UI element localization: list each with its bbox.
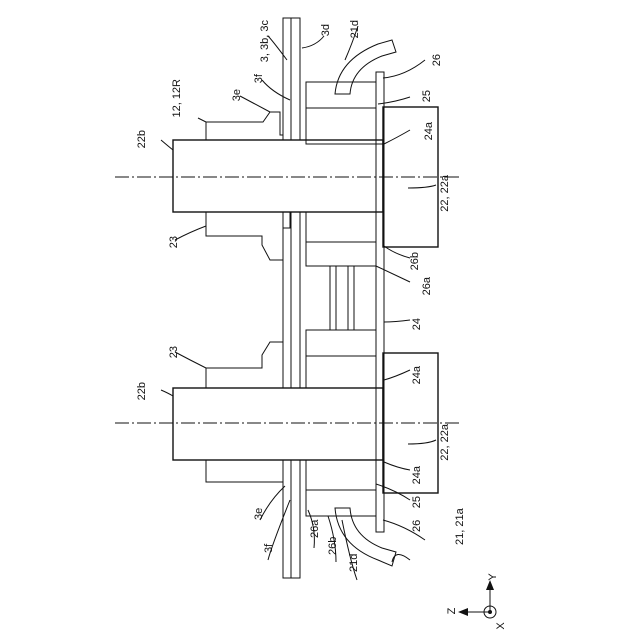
label-21d-top: 21d xyxy=(349,20,361,38)
label-21-21a: 21, 21a xyxy=(454,507,466,545)
label-25-top: 25 xyxy=(421,90,433,102)
axis-label-z: Z xyxy=(446,607,458,614)
label-3e-top: 3e xyxy=(231,89,243,101)
label-3e-bot: 3e xyxy=(253,508,265,520)
label-22b-top: 22b xyxy=(136,130,148,148)
label-3-3b-3c: 3, 3b, 3c xyxy=(259,20,271,63)
label-26a-bot: 26a xyxy=(309,519,321,538)
label-23-top: 23 xyxy=(168,236,180,248)
panel-3 xyxy=(283,18,300,578)
label-26-bot: 26 xyxy=(411,520,423,532)
label-25-bot: 25 xyxy=(411,496,423,508)
label-26a-mid: 26a xyxy=(421,276,433,295)
label-3f-bot: 3f xyxy=(263,543,275,553)
label-22b-bot: 22b xyxy=(136,382,148,400)
label-26b-bot: 26b xyxy=(327,537,339,555)
label-24a-mid: 24a xyxy=(411,365,423,384)
label-26b-mid: 26b xyxy=(409,252,421,270)
label-22-22a-top: 22, 22a xyxy=(439,174,451,212)
label-23-bot: 23 xyxy=(168,346,180,358)
axis-label-y: Y xyxy=(487,573,499,581)
axis-label-x: X xyxy=(495,622,507,630)
label-21d-bot: 21d xyxy=(348,554,360,572)
label-22-22a-bot: 22, 22a xyxy=(439,423,451,461)
label-12-12r: 12, 12R xyxy=(171,79,183,118)
label-24a-top: 24a xyxy=(423,121,435,140)
axis-indicator: Y Z X xyxy=(446,573,507,630)
label-3d: 3d xyxy=(320,24,332,36)
label-26-top: 26 xyxy=(431,54,443,66)
shaft-bottom xyxy=(115,353,460,493)
label-24: 24 xyxy=(411,318,423,330)
label-24a-bot: 24a xyxy=(411,465,423,484)
shaft-top xyxy=(115,107,460,247)
label-3f-top: 3f xyxy=(253,73,265,83)
